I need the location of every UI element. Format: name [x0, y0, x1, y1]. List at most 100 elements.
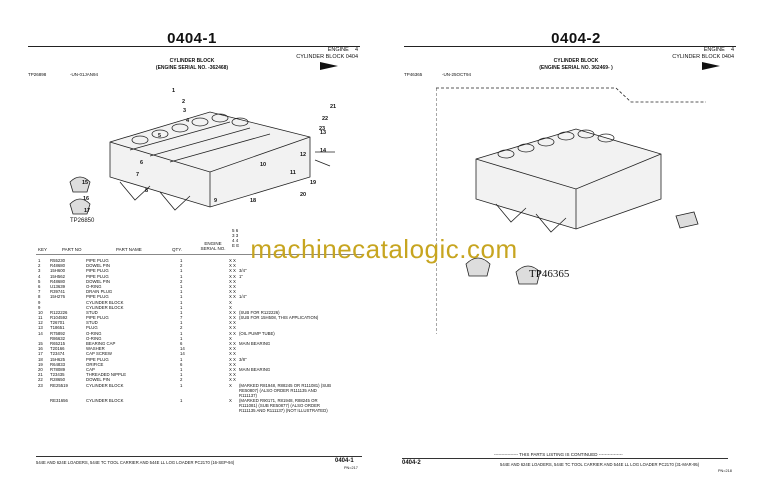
cell-rem: (OIL PUMP TUBE) [239, 330, 275, 336]
continued-notice: ---------------- THIS PARTS LISTING IS C… [494, 452, 623, 457]
cell-mark: X [229, 335, 232, 341]
figure-stamp: TP46365 [529, 268, 570, 280]
callout-18: 18 [250, 198, 257, 204]
cell-name: PIPE PLUG [86, 258, 109, 263]
cell-part: R75892 [50, 330, 66, 336]
callout-10: 10 [260, 162, 267, 168]
figure-caption: CYLINDER BLOCK (ENGINE SERIAL NO. -36246… [0, 58, 384, 71]
header-group-num: 4 [730, 47, 734, 53]
cell-key: 19 [38, 361, 43, 367]
cell-name: DRAIN PLUG [86, 289, 113, 295]
footer-text: 544E AND 624E LOADERS, 544E TC TOOL CARR… [36, 460, 235, 465]
cell-part: R48680 [50, 263, 66, 269]
cell-part: T23435 [50, 372, 65, 378]
cell-qty: 1 [180, 268, 183, 274]
section-header: ENGINE 4 CYLINDER BLOCK 0404 [672, 47, 734, 61]
figure-caption: CYLINDER BLOCK (ENGINE SERIAL NO. 362469… [384, 58, 768, 71]
cell-qty: 1 [180, 283, 183, 289]
callout-13: 13 [320, 130, 327, 136]
cell-mark: X X [229, 366, 236, 372]
cell-qty: 14 [180, 346, 185, 352]
cell-qty: 1 [180, 304, 183, 310]
cell-part: R86632 [50, 335, 66, 341]
cell-part: R122226 [50, 309, 68, 315]
cell-mark: X X [229, 283, 236, 289]
cell-qty: 1 [180, 309, 183, 315]
cell-mark: X [229, 304, 232, 310]
cell-mark: X X [229, 278, 236, 284]
callout-11: 11 [290, 170, 296, 176]
cell-rem: (SUB FOR R122226) [239, 309, 280, 315]
cell-mark: X X [229, 361, 236, 367]
tp-id: TP26898 [28, 72, 47, 77]
un-id: -UN-25OCT94 [442, 72, 472, 77]
cell-rem: 3/8" [239, 356, 247, 362]
cell-part: T18651 [50, 325, 65, 331]
callout-8: 8 [145, 188, 149, 194]
table-row: R111135 AND R111137) (NOT ILLUSTRATED) [0, 408, 384, 413]
cell-key: 18 [38, 356, 43, 362]
cell-part: T23474 [50, 351, 65, 357]
cell-part: R55230 [50, 258, 66, 263]
callout-14: 14 [320, 148, 327, 154]
callout-6: 6 [140, 160, 144, 166]
serial-digits: 5 6 3 3 4 4 E E [232, 228, 240, 248]
cell-name: STUD [86, 320, 98, 326]
footer-rule [36, 456, 362, 457]
cell-part: R39741 [50, 289, 66, 295]
cell-key: 15 [38, 341, 43, 346]
cell-part: 15H276 [50, 294, 66, 300]
cell-qty: 1 [180, 273, 183, 279]
header-section: CYLINDER BLOCK 0404 [296, 54, 358, 60]
un-id: -UN-01JAN94 [70, 72, 99, 77]
caption-serial: (ENGINE SERIAL NO. -362468) [155, 64, 229, 71]
cell-key: 21 [38, 372, 43, 378]
cell-rem: (MARKED R81948, R88245 OR R111081) (SUB [239, 382, 332, 388]
cell-name: WASHER [86, 346, 105, 352]
cell-rem: MAIN BEARING [239, 341, 271, 346]
cylinder-block-illustration [436, 87, 706, 334]
cell-name: DOWEL PIN [86, 377, 110, 383]
cell-qty: 1 [180, 330, 183, 336]
figure-stamp: TP26850 [70, 218, 95, 224]
cell-key: 5 [38, 278, 41, 284]
cell-key: 22 [38, 377, 43, 383]
footer-text: 544E AND 624E LOADERS, 544E TC TOOL CARR… [500, 462, 700, 467]
cell-mark: X X [229, 377, 236, 383]
cell-part: R48680 [50, 278, 66, 284]
footer-page-number: 0404-2 [402, 460, 421, 466]
cell-mark: X X [229, 294, 236, 300]
callout-17: 17 [84, 208, 91, 214]
cell-rem: R111081) (SUB RE50877) (ALSO ORDER [239, 403, 321, 409]
col-key: KEY [38, 247, 48, 252]
cell-mark: X X [229, 268, 236, 274]
cell-qty: 7 [180, 315, 183, 321]
cell-name: THREADED NIPPLE [86, 372, 127, 378]
col-qty: QTY. [172, 247, 182, 252]
cell-rem: R111135 AND R111137) (NOT ILLUSTRATED) [239, 408, 328, 414]
cell-qty: 1 [180, 398, 183, 404]
cell-key: 6 [38, 283, 41, 289]
cell-name: CYLINDER BLOCK [86, 398, 124, 404]
cell-name: CAP SCREW [86, 351, 112, 357]
cell-name: DOWEL PIN [86, 263, 110, 269]
cell-qty: 1 [180, 294, 183, 300]
table-row: RE50807) (ALSO ORDER R111135 AND [0, 388, 384, 393]
cell-rem: 3/4" [239, 268, 247, 274]
callout-4: 4 [186, 118, 190, 124]
cell-key: 9 [38, 299, 41, 305]
cell-name: O-RING [86, 335, 102, 341]
cell-qty: 2 [180, 325, 183, 331]
footer-pn: PN=217 [344, 466, 358, 470]
